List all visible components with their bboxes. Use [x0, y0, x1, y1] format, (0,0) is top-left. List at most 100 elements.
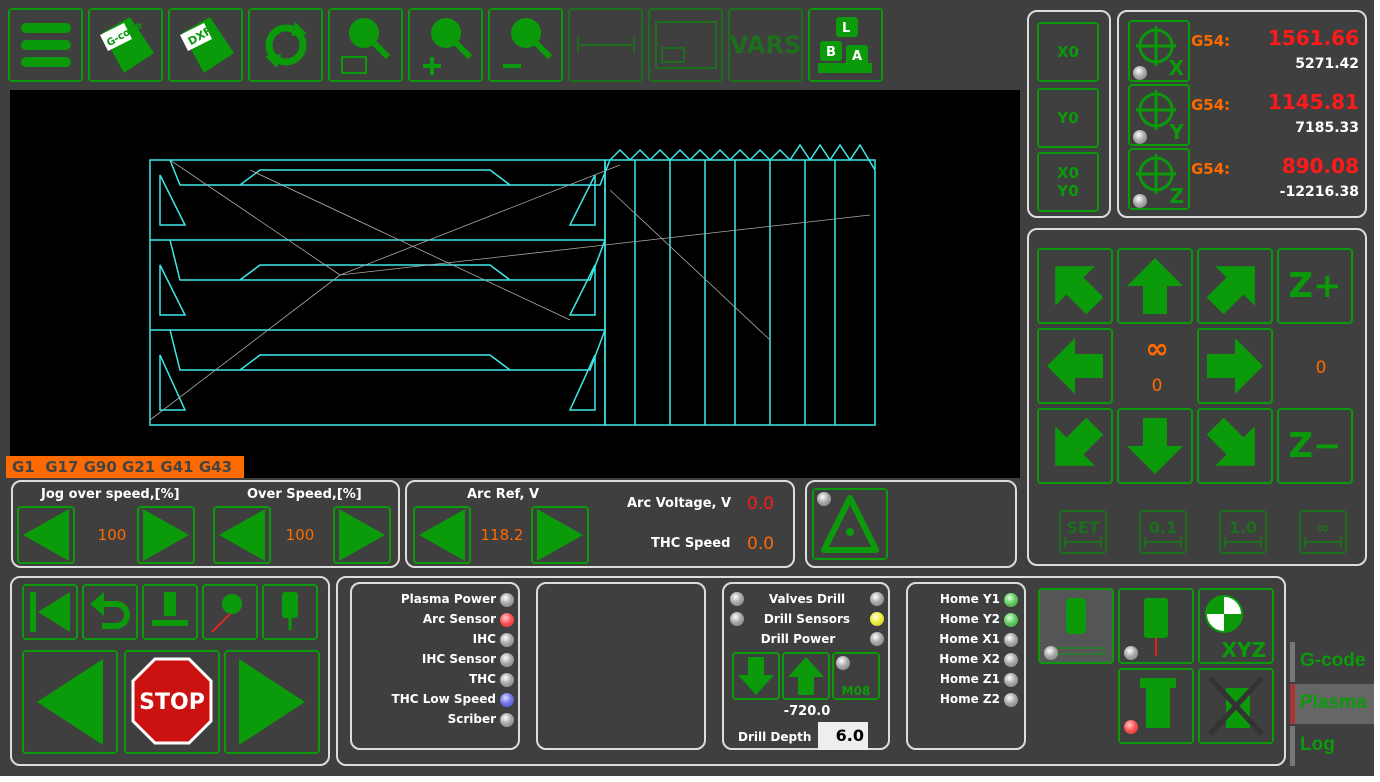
indicator-led	[500, 633, 514, 647]
dxf-file-icon: DXF	[179, 17, 234, 73]
jog-z-minus-button[interactable]: Z−	[1277, 408, 1353, 484]
jog-down-left-button[interactable]	[1037, 408, 1113, 484]
arrow-left-icon	[419, 509, 465, 561]
indicator-label: Home X1	[939, 632, 1000, 646]
work-position-x: 1561.66	[1267, 26, 1359, 50]
speed-panel: Jog over speed,[%] Over Speed,[%] 100 10…	[11, 480, 400, 568]
drill-down-button[interactable]	[732, 652, 780, 700]
jog-down-right-button[interactable]	[1197, 408, 1273, 484]
crosshair-icon	[1136, 26, 1176, 66]
jog-z-plus-button[interactable]: Z+	[1277, 248, 1353, 324]
zoom-in-icon	[422, 18, 472, 75]
arrow-icon	[1055, 417, 1104, 466]
play-reverse-icon	[37, 659, 103, 745]
jog-up-right-button[interactable]	[1197, 248, 1273, 324]
jog-step-button[interactable]: ∞	[1299, 510, 1347, 554]
jog-step-button[interactable]: SET	[1059, 510, 1107, 554]
jog-up-button[interactable]	[1117, 248, 1193, 324]
frame-icon	[654, 21, 717, 69]
torch-icon	[152, 592, 188, 626]
jog-right-button[interactable]	[1197, 328, 1273, 404]
frame-button[interactable]	[648, 8, 723, 82]
tab-log[interactable]: Log	[1290, 726, 1374, 766]
zero-x-button[interactable]: X0	[1037, 22, 1099, 82]
motor-icon	[1140, 678, 1176, 728]
motor-disabled-icon	[1208, 676, 1264, 736]
modal-codes-bar: G1 G17 G90 G21 G41 G43	[6, 456, 244, 478]
jog-left-button[interactable]	[1037, 328, 1113, 404]
wcs-label: G54:	[1191, 96, 1231, 114]
drill-power-led	[870, 632, 884, 646]
torch-button[interactable]	[262, 584, 318, 640]
undo-button[interactable]	[82, 584, 138, 640]
jog-step-button[interactable]: 1.0	[1219, 510, 1267, 554]
zoom-fit-button[interactable]	[328, 8, 403, 82]
arc-ref-increase-button[interactable]	[531, 506, 589, 564]
measure-button[interactable]	[568, 8, 643, 82]
vars-button[interactable]: VARS	[728, 8, 803, 82]
crosshair-icon	[1136, 154, 1176, 194]
measure-icon	[1144, 536, 1182, 547]
stop-button[interactable]: STOP	[124, 650, 220, 754]
indicator-label: Arc Sensor	[422, 612, 496, 626]
probe-led	[1133, 194, 1147, 208]
tab-plasma[interactable]: Plasma	[1290, 684, 1374, 724]
zoom-out-icon	[502, 18, 552, 68]
jog-down-button[interactable]	[1117, 408, 1193, 484]
arc-ref-label: Arc Ref, V	[467, 487, 540, 502]
zoom-out-button[interactable]	[488, 8, 563, 82]
svg-text:STOP: STOP	[139, 690, 205, 715]
drill-up-button[interactable]	[782, 652, 830, 700]
jog-speed-increase-button[interactable]	[137, 506, 195, 564]
machine-position-z: -12216.38	[1279, 184, 1359, 200]
jog-up-left-button[interactable]	[1037, 248, 1113, 324]
over-speed-decrease-button[interactable]	[213, 506, 271, 564]
indicator-label: Scriber	[447, 712, 496, 726]
drill-depth-input[interactable]: 6.0	[818, 722, 868, 750]
pierce-button[interactable]	[202, 584, 258, 640]
z-jog-value: 0	[1315, 358, 1327, 378]
undo-icon	[90, 592, 130, 629]
zoom-in-button[interactable]	[408, 8, 483, 82]
arc-ref-decrease-button[interactable]	[413, 506, 471, 564]
zero-xy-button[interactable]: X0 Y0	[1037, 152, 1099, 212]
tab-g-code[interactable]: G-code	[1290, 642, 1374, 682]
rewind-button[interactable]	[22, 584, 78, 640]
measure-icon	[1304, 536, 1342, 547]
over-speed-increase-button[interactable]	[333, 506, 391, 564]
indicator-home-z2: Home Z2	[940, 692, 1018, 707]
open-dxf-button[interactable]: DXF	[168, 8, 243, 82]
measure-icon	[1064, 536, 1102, 547]
step-label: 0.1	[1148, 517, 1178, 537]
zero-x-label: X0	[1056, 43, 1079, 61]
jog-step-button[interactable]: 0.1	[1139, 510, 1187, 554]
m08-label: M08	[841, 684, 871, 698]
indicator-led	[1004, 653, 1018, 667]
indicator-label: Plasma Power	[400, 592, 496, 606]
arrow-down-icon	[738, 657, 774, 695]
plasma-tool-button[interactable]	[1038, 588, 1114, 664]
laser-button[interactable]	[812, 488, 888, 560]
menu-button[interactable]	[8, 8, 83, 82]
open-gcode-button[interactable]: G-code	[88, 8, 163, 82]
refresh-icon	[264, 22, 307, 68]
jog-speed-decrease-button[interactable]	[17, 506, 75, 564]
indicator-label: Home Y1	[939, 592, 1000, 606]
toolpath-canvas[interactable]	[10, 90, 1020, 478]
step-back-button[interactable]	[22, 650, 118, 754]
indicator-led	[1004, 593, 1018, 607]
torch-down-button[interactable]	[142, 584, 198, 640]
step-label: 1.0	[1228, 517, 1258, 537]
arrow-icon	[1207, 338, 1263, 394]
start-button[interactable]	[224, 650, 320, 754]
refresh-button[interactable]	[248, 8, 323, 82]
zero-y-button[interactable]: Y0	[1037, 88, 1099, 148]
motor-disable-button[interactable]	[1198, 668, 1274, 744]
arrow-left-icon	[219, 509, 265, 561]
